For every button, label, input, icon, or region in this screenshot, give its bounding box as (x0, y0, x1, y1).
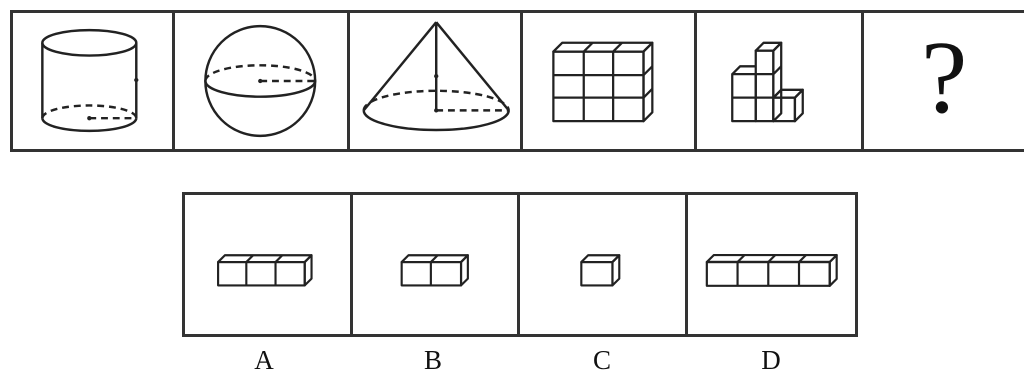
single-cube-icon (580, 254, 621, 287)
option-label-d[interactable]: D (761, 345, 781, 375)
option-label-a[interactable]: A (254, 345, 274, 375)
sequence-cell-cylinder (13, 13, 175, 149)
three-cubes-row-icon (217, 254, 313, 287)
option-b[interactable] (353, 195, 520, 334)
sequence-cell-sphere (175, 13, 350, 149)
cube-grid-icon (552, 41, 654, 123)
sequence-cell-cone (350, 13, 524, 149)
sequence-cell-unknown: ? (864, 13, 1024, 149)
cylinder-icon (41, 28, 139, 133)
sequence-cell-stacked-cubes (697, 13, 865, 149)
option-label-b[interactable]: B (423, 345, 442, 375)
stacked-cubes-icon (731, 41, 804, 123)
option-a[interactable] (185, 195, 353, 334)
four-cubes-row-icon (705, 253, 838, 287)
option-d[interactable] (688, 195, 856, 334)
sphere-icon (203, 24, 316, 138)
cone-icon (362, 21, 510, 132)
two-cubes-row-icon (400, 254, 469, 287)
figure-sequence: ? (10, 10, 1024, 152)
option-c[interactable] (520, 195, 688, 334)
option-label-c[interactable]: C (592, 345, 611, 375)
question-mark: ? (921, 20, 968, 135)
answer-options (182, 192, 858, 337)
sequence-cell-cube-grid (523, 13, 697, 149)
